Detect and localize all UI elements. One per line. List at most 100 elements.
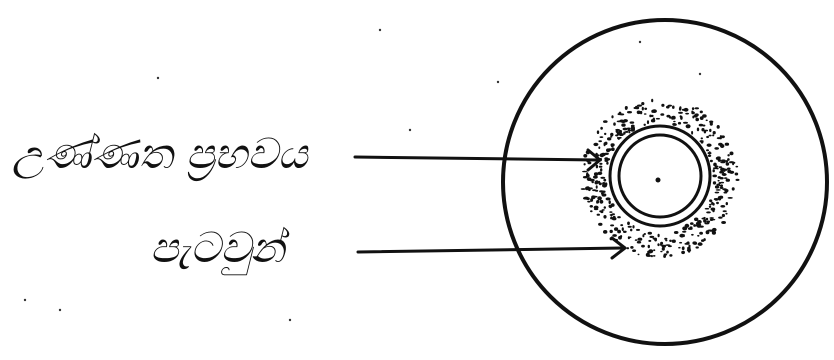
granule-dot — [604, 206, 606, 209]
granule-dot — [701, 137, 703, 139]
granule-dot — [649, 236, 654, 238]
granule-dot — [647, 251, 652, 254]
granule-dot — [713, 131, 716, 134]
granule-dot — [595, 154, 599, 156]
granule-dot — [717, 137, 722, 139]
granule-dot — [691, 234, 694, 236]
granule-dot — [707, 144, 712, 147]
granule-dot — [648, 255, 651, 257]
granule-dot — [604, 142, 606, 146]
granule-dot — [628, 129, 632, 131]
granule-dot — [697, 127, 699, 131]
granule-dot — [673, 121, 676, 123]
granule-dot — [604, 133, 606, 135]
granule-dot — [614, 239, 618, 241]
speck — [157, 77, 159, 79]
granule-dot — [682, 246, 685, 250]
granule-dot — [700, 111, 703, 114]
granule-dot — [720, 205, 725, 208]
granule-dot — [695, 118, 699, 122]
granule-dot — [691, 131, 693, 135]
granule-dot — [678, 247, 681, 249]
granule-dot — [602, 184, 607, 188]
granule-dot — [599, 163, 602, 165]
granule-dot — [603, 215, 606, 219]
granule-dot — [610, 237, 613, 240]
granule-dot — [622, 227, 624, 231]
granule-dot — [609, 200, 611, 204]
granule-dot — [720, 177, 724, 179]
granule-dot — [652, 109, 657, 113]
granule-dot — [660, 113, 664, 116]
granule-dot — [583, 154, 587, 158]
granule-dot — [637, 241, 641, 244]
granule-dot — [703, 219, 706, 223]
granule-dot — [612, 213, 615, 215]
granule-dot — [592, 189, 596, 191]
granule-dot — [698, 242, 703, 246]
granule-dot — [612, 217, 617, 220]
granule-dot — [621, 123, 625, 126]
granule-dot — [637, 105, 642, 107]
granule-dot — [723, 210, 727, 212]
granule-dot — [631, 126, 635, 130]
granule-dot — [695, 107, 699, 109]
granule-dot — [709, 204, 712, 206]
granule-dot — [584, 163, 586, 165]
granule-dot — [617, 137, 619, 139]
granule-dot — [597, 196, 602, 200]
granule-dot — [706, 120, 708, 122]
granule-dot — [666, 251, 669, 254]
granule-dot — [658, 234, 660, 237]
granule-dot — [714, 198, 716, 200]
granule-dot — [726, 179, 730, 182]
granule-dot — [712, 203, 714, 206]
granule-dot — [703, 238, 705, 241]
granule-dot — [725, 213, 727, 215]
granule-dot — [671, 116, 673, 119]
granule-dot — [647, 120, 649, 124]
granule-dot — [602, 209, 605, 211]
granule-dot — [699, 232, 703, 235]
granule-dot — [653, 249, 655, 251]
granule-dot — [596, 200, 598, 203]
speck — [699, 73, 701, 75]
granule-dot — [637, 111, 641, 115]
granule-dot — [669, 254, 672, 257]
granule-dot — [609, 211, 612, 213]
granule-dot — [706, 230, 710, 234]
granule-dot — [716, 202, 719, 204]
granule-dot — [699, 226, 704, 228]
granule-dot — [712, 175, 717, 178]
granule-dot — [716, 189, 721, 191]
granule-dot — [651, 99, 653, 103]
granule-dot — [629, 237, 631, 239]
granule-dot — [721, 135, 725, 138]
granule-dot — [614, 227, 618, 231]
granule-dot — [648, 245, 650, 248]
granule-dot — [612, 234, 617, 237]
granule-dot — [628, 226, 632, 228]
granule-dot — [584, 197, 588, 199]
granule-dot — [610, 133, 613, 137]
granule-dot — [686, 242, 689, 245]
inner-cell — [619, 135, 701, 217]
granule-dot — [624, 119, 628, 121]
nucleus-dot — [656, 178, 661, 183]
granule-dot — [600, 168, 602, 172]
granule-dot — [726, 162, 730, 165]
granule-dot — [688, 245, 690, 248]
granule-dot — [600, 136, 604, 138]
granule-dot — [680, 116, 683, 120]
granule-dot — [644, 124, 646, 126]
granule-dot — [598, 140, 602, 142]
granule-dot — [716, 184, 720, 186]
granule-dot — [582, 171, 587, 173]
granule-dot — [703, 217, 705, 219]
granule-dot — [603, 230, 607, 234]
speck — [409, 129, 411, 131]
granule-dot — [662, 247, 665, 251]
granule-dot — [596, 185, 598, 188]
granule-dot — [620, 113, 624, 115]
granule-dot — [590, 210, 593, 212]
